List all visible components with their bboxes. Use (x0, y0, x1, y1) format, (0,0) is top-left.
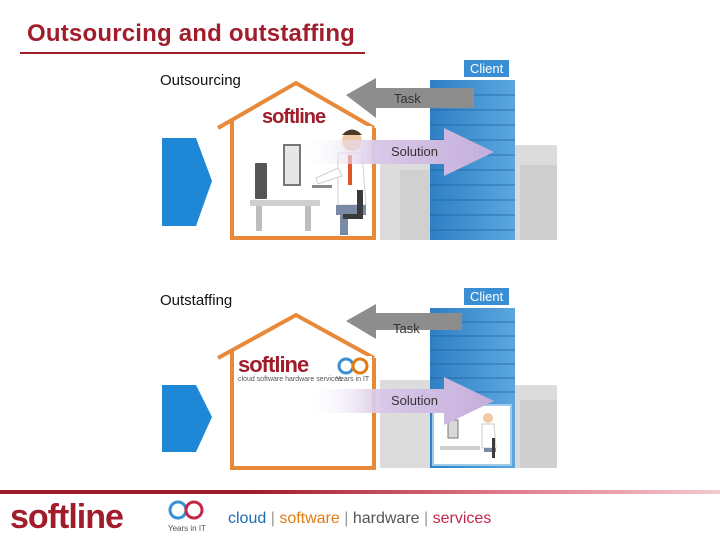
footer-tagline-separator: | (344, 510, 349, 527)
outstaffing-badge-bottom: Years in IT (336, 376, 370, 383)
outstaffing-solution-label: Solution (391, 393, 438, 408)
outsourcing-client-label: Client (464, 60, 510, 77)
outstaffing-label: Outstaffing (160, 292, 233, 309)
outsourcing-diagram (162, 78, 557, 240)
twenty-plus-badge (337, 357, 369, 375)
footer-tagline-hardware: hardware (352, 510, 420, 527)
task-arrow (346, 78, 474, 118)
footer-badge-bottom: Years in IT (168, 524, 206, 533)
footer-tagline-cloud: cloud (228, 510, 267, 527)
footer-softline-logo: softline (10, 498, 124, 536)
client-tower-2 (430, 308, 515, 468)
footer-tagline-separator: | (424, 510, 429, 527)
outstaffing-diagram (162, 304, 557, 470)
outsourcing-task-label: Task (394, 91, 421, 106)
outstaffing-client-label: Client (464, 288, 510, 305)
title-underline (20, 52, 365, 54)
left-chevron (162, 138, 212, 226)
solution-arrow (300, 128, 494, 176)
footer-tagline-services: services (432, 510, 492, 527)
footer-tagline-separator: | (270, 510, 275, 527)
task-arrow-2 (346, 304, 462, 339)
house-outline (217, 80, 376, 240)
footer-twenty-plus-badge (168, 500, 204, 520)
mini-worker (440, 413, 497, 458)
footer-tagline: cloud | software | hardware | services (228, 510, 491, 528)
left-chevron-2 (162, 385, 212, 452)
outstaffing-logo-tagline: cloud software hardware services (238, 376, 342, 383)
page-title: Outsourcing and outstaffing (27, 20, 356, 47)
outstaffing-softline-logo: softline (238, 352, 309, 377)
footer-tagline-software: software (279, 510, 340, 527)
outsourcing-softline-logo: softline (262, 106, 326, 128)
outsourcing-label: Outsourcing (160, 72, 241, 89)
footer-gradient-rule (0, 490, 720, 494)
outstaffing-task-label: Task (393, 321, 420, 336)
outsourcing-solution-label: Solution (391, 144, 438, 159)
solution-arrow-2 (306, 377, 494, 425)
